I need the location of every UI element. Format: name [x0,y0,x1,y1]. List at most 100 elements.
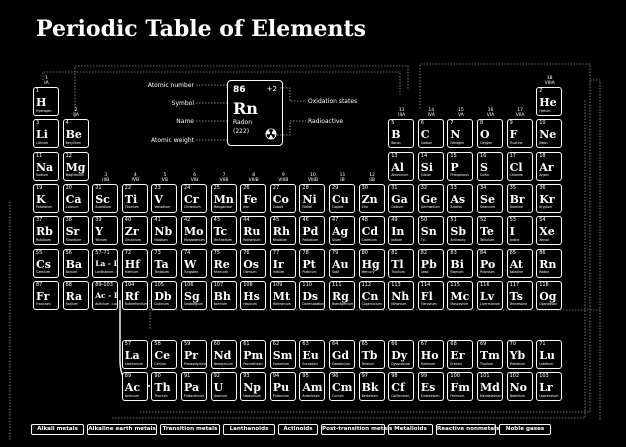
element-name: Nickel [302,205,312,210]
element-name: Barium [65,270,78,274]
atomic-number: 60 [213,341,220,347]
element-symbol: Au [332,257,349,271]
element-name: Europium [302,361,318,366]
element-name: Osmium [243,270,257,274]
element-symbol: Se [480,192,495,206]
atomic-number: 27 [272,184,280,191]
atomic-number: 68 [450,341,457,347]
element-name: Tennessine [509,302,528,307]
group-roman: IA [44,81,49,86]
group-roman: IVB [131,177,140,183]
element-symbol: Bi [450,257,464,271]
element-symbol: Mo [184,225,204,239]
group-roman: VIB [190,177,199,183]
atomic-number: 43 [213,217,220,224]
group-number: 6 [193,172,196,178]
element-symbol: Bk [361,381,379,394]
group-number: 12 [369,172,375,178]
category-reactive-nonmetals: Reactive nonmetals [436,424,499,435]
group-number: 16 [487,108,494,114]
group-number: 4 [133,172,137,178]
atomic-number: 64 [332,341,339,347]
element-symbol: W [184,257,197,271]
element-symbol: Dy [391,349,408,362]
element-name: Astatine [509,270,523,274]
element-name: Polonium [480,270,495,274]
atomic-number: 98 [391,373,398,379]
element-symbol: H [36,96,47,109]
element-name: Iodine [509,237,520,242]
element-name: Yttrium [95,237,107,242]
group-roman: IIIB [102,177,110,183]
element-name: Praseodymium [184,361,207,366]
element-name: Manganese [213,205,232,210]
element-symbol: Ni [302,192,317,206]
element-name: Actinium - Lawrencium [95,302,117,307]
label-atomic-weight: Atomic weight [151,137,194,144]
label-oxidation-states: Oxidation states [308,98,358,105]
element-name: Francium [36,302,51,307]
legend-sample-cell: 86 +2 Rn Radon (222) [227,80,283,146]
atomic-number: 30 [361,184,368,191]
atomic-number: 111 [332,281,342,288]
element-name: Tantalum [154,270,169,274]
element-name: Oxygen [480,140,493,145]
element-name: Flerovium [420,302,437,307]
category-noble-gases: Noble gases [499,424,551,435]
element-symbol: Cr [184,192,199,206]
element-symbol: Lr [539,381,553,394]
element-symbol: Ru [243,225,261,239]
element-name: Copper [332,205,344,210]
atomic-number: 93 [243,373,250,379]
atomic-number: 103 [539,373,549,379]
atomic-number: 34 [480,184,487,191]
element-symbol: Cs [36,257,51,271]
atomic-number: 114 [420,281,431,288]
atomic-number: 12 [65,152,72,159]
atomic-number: 2 [539,88,543,94]
element-name: Arsenic [450,205,463,210]
element-symbol: In [391,225,405,239]
atomic-number: 67 [420,341,428,347]
atomic-number: 46 [302,217,309,224]
element-name: Neptunium [243,393,261,398]
element-symbol: Ar [539,160,554,174]
atomic-number: 54 [539,217,546,224]
atomic-number: 77 [272,249,280,256]
element-name: Titanium [124,205,139,210]
element-symbol: Ac - Lr [95,290,117,300]
element-symbol: Ra [65,289,83,303]
atomic-number: 36 [539,184,546,191]
label-name: Name [176,118,194,125]
legend-oxidation: +2 [266,85,277,93]
element-name: Calcium [65,205,79,210]
legend-weight: (222) [233,128,250,135]
element-symbol: Te [480,225,494,239]
element-symbol: U [213,381,224,394]
element-name: Chromium [184,205,201,210]
atomic-number: 84 [480,249,487,256]
